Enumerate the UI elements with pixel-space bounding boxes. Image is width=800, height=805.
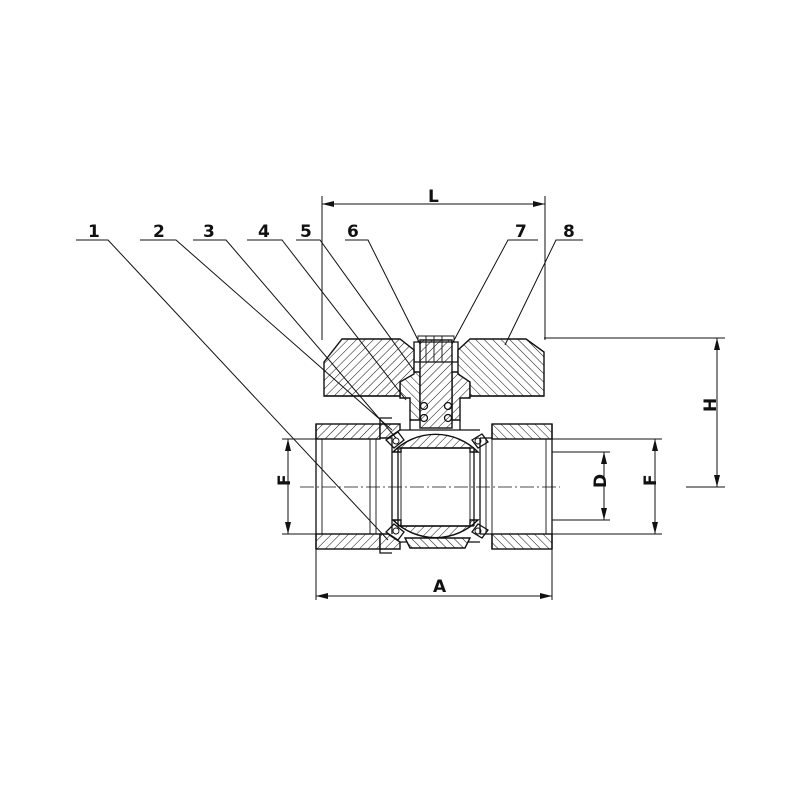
- seat-rings: [384, 431, 489, 541]
- dim-label-F-right: F: [641, 474, 661, 486]
- dimension-L: L: [321, 187, 546, 340]
- dimension-D: D: [552, 451, 611, 521]
- part-label-3: 3: [203, 222, 215, 242]
- right-end: [480, 423, 553, 550]
- part-label-5: 5: [300, 222, 312, 242]
- part-label-group: 1 2 3 4 5 6 7 8: [88, 222, 575, 242]
- part-leaders: [76, 239, 583, 541]
- part-label-1: 1: [88, 222, 100, 242]
- dim-label-F-left: F: [275, 474, 295, 486]
- dimension-F-left: F: [275, 438, 322, 535]
- ball: [391, 433, 480, 539]
- dim-label-A: A: [433, 577, 447, 597]
- part-label-8: 8: [563, 222, 575, 242]
- part-label-4: 4: [258, 222, 270, 242]
- dimension-F-right: F: [552, 438, 662, 535]
- part-label-6: 6: [347, 222, 359, 242]
- part-label-7: 7: [515, 222, 527, 242]
- dim-label-L: L: [428, 187, 439, 207]
- dim-label-H: H: [701, 398, 721, 412]
- stem-assembly: [399, 335, 471, 430]
- dimension-A: A: [315, 549, 553, 600]
- dim-label-D: D: [591, 474, 611, 488]
- dimension-H: H: [544, 337, 725, 488]
- part-label-2: 2: [153, 222, 165, 242]
